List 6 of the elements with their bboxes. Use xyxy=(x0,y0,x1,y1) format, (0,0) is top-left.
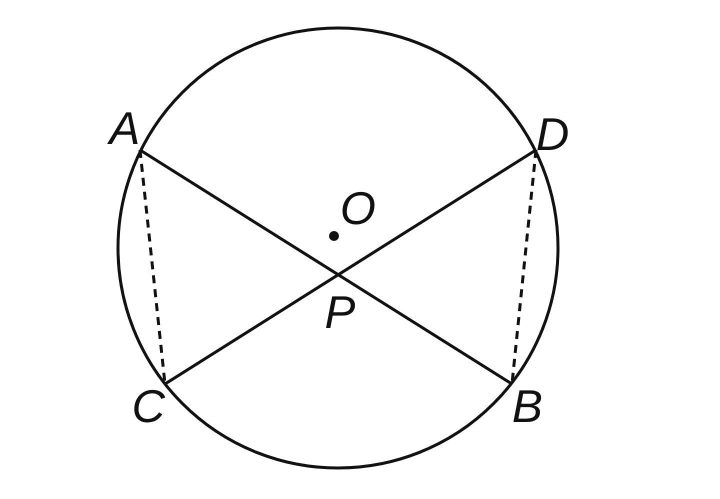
point-label: O xyxy=(340,186,376,230)
point-label: B xyxy=(512,384,557,430)
point-label: P xyxy=(322,290,358,334)
point-label: D xyxy=(536,112,586,158)
point-label: A xyxy=(95,106,140,150)
point-label: C xyxy=(120,384,165,430)
